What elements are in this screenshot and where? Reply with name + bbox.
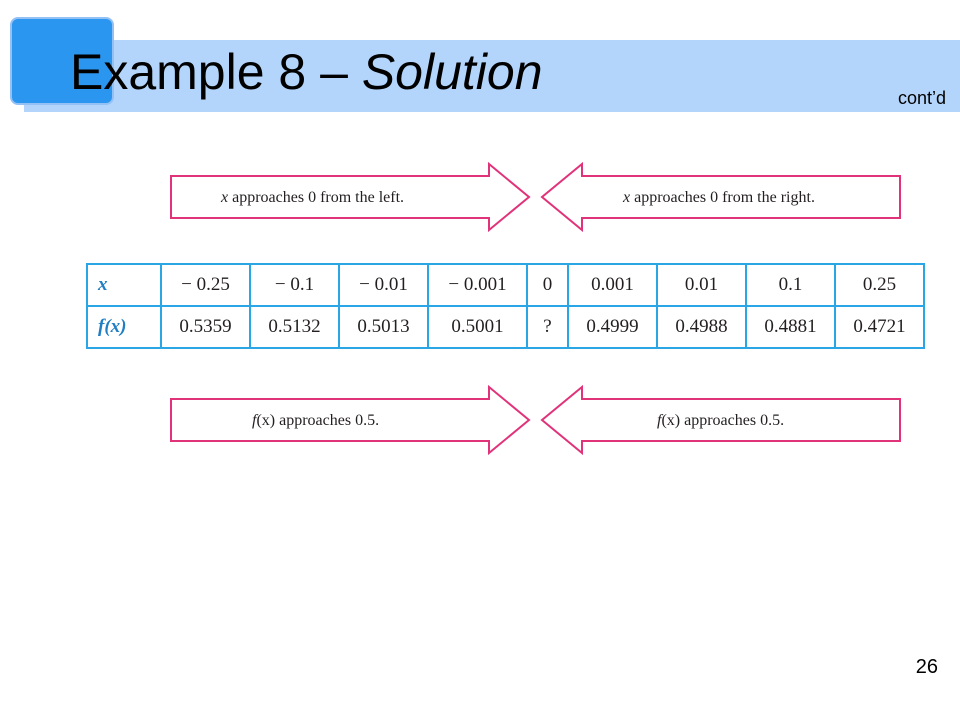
table-cell: 0.5001 [427,305,528,349]
table-row-fx: f(x) 0.5359 0.5132 0.5013 0.5001 ? 0.499… [86,305,925,349]
continued-label: cont’d [897,88,946,108]
title-accent-square [10,17,114,105]
arrow-left-to-right-bottom [170,384,531,456]
arrow-label-bottom-right: f(x) approaches 0.5. [657,412,784,429]
arrow-label-bottom-left: f(x) approaches 0.5. [252,412,379,429]
row-header-fx: f(x) [86,305,162,349]
title-bar [24,40,960,112]
table-cell: 0.5132 [249,305,340,349]
table-cell: 0.01 [656,263,747,307]
table-cell: − 0.25 [160,263,251,307]
table-cell: 0.1 [745,263,836,307]
page-number: 26 [915,656,938,678]
values-table: x − 0.25 − 0.1 − 0.01 − 0.001 0 0.001 0.… [86,263,925,349]
arrow-label-top-left: x approaches 0 from the left. [220,189,404,206]
arrow-label-top-right: x approaches 0 from the right. [622,189,815,206]
table-cell: 0.4881 [745,305,836,349]
arrow-right-to-left-top [540,161,901,233]
table-cell: − 0.1 [249,263,340,307]
table-cell: 0.4721 [834,305,925,349]
table-cell: − 0.001 [427,263,528,307]
row-header-x: x [86,263,162,307]
table-cell: 0.25 [834,263,925,307]
arrow-right-to-left-bottom [540,384,901,456]
table-cell: 0.5359 [160,305,251,349]
table-cell: − 0.01 [338,263,429,307]
table-row-x: x − 0.25 − 0.1 − 0.01 − 0.001 0 0.001 0.… [86,263,925,307]
table-cell: ? [526,305,569,349]
arrow-left-to-right-top [170,161,531,233]
slide-title: Example 8 – Solution [70,42,543,102]
table-cell: 0.5013 [338,305,429,349]
table-cell: 0.4999 [567,305,658,349]
title-main: Example 8 – [70,44,362,100]
title-italic: Solution [361,44,543,100]
table-cell: 0.4988 [656,305,747,349]
table-cell: 0.001 [567,263,658,307]
table-cell: 0 [526,263,569,307]
